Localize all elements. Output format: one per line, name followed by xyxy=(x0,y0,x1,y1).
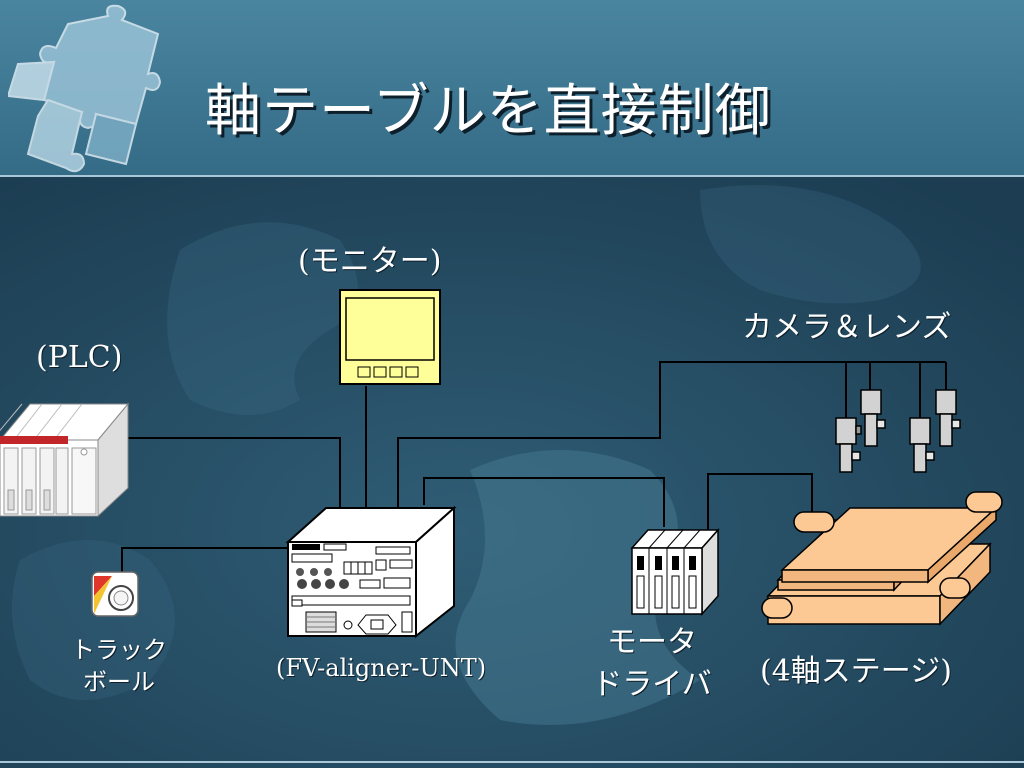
puzzle-logo-icon xyxy=(8,4,162,173)
monitor-label: (モニター) xyxy=(298,244,442,279)
camera-lens-label: カメラ＆レンズ xyxy=(742,310,952,345)
trackball-label-line1: トラック xyxy=(71,636,167,664)
slide-title: 軸テーブルを直接制御 xyxy=(205,79,772,144)
plc-icon xyxy=(0,402,130,518)
trackball-label: トラック ボール xyxy=(60,634,178,698)
controller-icon xyxy=(285,505,457,639)
connection-wires xyxy=(121,361,947,572)
trackball-label-line2: ボール xyxy=(83,668,155,696)
stage-label: (4軸ステージ) xyxy=(760,654,952,689)
plc-label: (PLC) xyxy=(36,340,123,375)
motor-driver-label-line2: ドライバ xyxy=(592,667,712,702)
motor-driver-label-line1: モータ xyxy=(607,625,697,660)
stage-icon xyxy=(761,491,1003,626)
monitor-icon xyxy=(339,289,441,385)
motor-driver-label: モータ ドライバ xyxy=(578,622,726,706)
controller-label: (FV-aligner-UNT) xyxy=(276,654,487,682)
trackball-icon xyxy=(91,571,139,617)
camera-icon xyxy=(835,389,961,473)
motor-driver-icon xyxy=(630,528,720,616)
